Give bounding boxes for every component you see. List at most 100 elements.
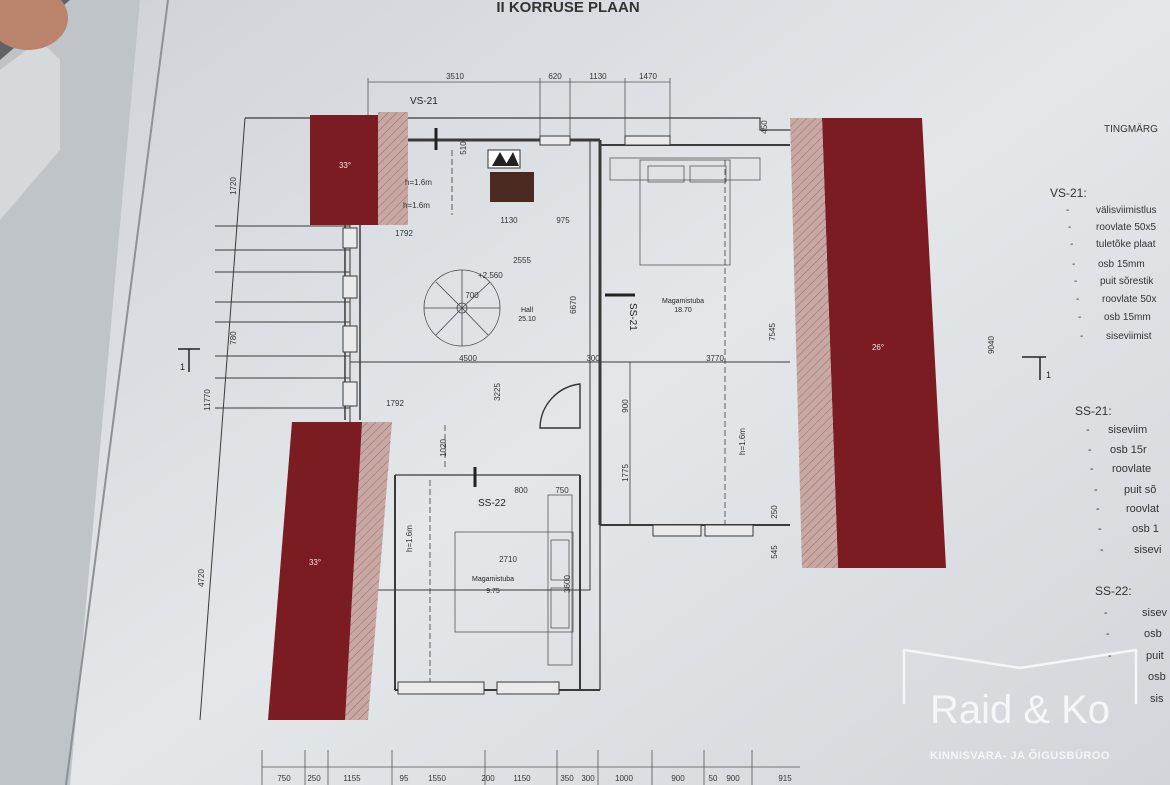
dim-1775: 1775: [621, 464, 630, 482]
legend: VS-21: välisviimistlus roovlate 50x5 tul…: [1050, 186, 1168, 705]
dim-4720: 4720: [197, 569, 206, 587]
legend-ss21-item: osb 15r: [1110, 444, 1147, 456]
height-note-3: h=1.6m: [738, 428, 747, 455]
section-markers: [178, 128, 1046, 487]
finger: [0, 0, 68, 50]
tag-ss22: SS-22: [478, 498, 506, 509]
dim-bottom-2: 250: [307, 774, 321, 783]
windows: [342, 135, 754, 695]
bottom-dimensions: [261, 750, 800, 785]
svg-text:-: -: [1104, 607, 1108, 619]
dim-top-1: 3510: [446, 72, 464, 81]
dim-700: 700: [465, 291, 479, 300]
svg-text:-: -: [1088, 444, 1092, 456]
legend-vs21-item: roovlate 50x: [1102, 294, 1156, 305]
svg-text:-: -: [1068, 222, 1071, 233]
dim-bottom-6: 200: [481, 774, 495, 783]
section-label-right: 1: [1046, 370, 1051, 380]
tag-vs21: VS-21: [410, 96, 438, 107]
dim-1020: 1020: [439, 439, 448, 457]
bed-small: [454, 494, 574, 666]
door-swing: [539, 383, 581, 429]
dim-9040: 9040: [987, 336, 996, 354]
dim-2710: 2710: [499, 555, 517, 564]
dim-11770: 11770: [203, 389, 212, 411]
legend-vs21-title: VS-21:: [1050, 186, 1087, 200]
room-hall-name: Hall: [521, 307, 534, 314]
legend-ss21-item: siseviim: [1108, 424, 1147, 436]
roof-sections: [268, 112, 946, 720]
legend-vs21-item: siseviimist: [1106, 331, 1152, 342]
legend-ss21-item: osb 1: [1132, 523, 1159, 535]
dim-bottom-10: 1000: [615, 774, 633, 783]
dim-900: 900: [621, 399, 630, 413]
dim-750: 750: [555, 486, 569, 495]
dim-bottom-14: 915: [778, 774, 792, 783]
legend-ss21-item: puit sõ: [1124, 484, 1156, 496]
bed-large: [609, 157, 761, 266]
slope-label-1: 33°: [339, 161, 351, 170]
legend-ss22-item: osb: [1144, 628, 1162, 640]
dim-510: 510: [459, 141, 468, 155]
dim-300: 300: [586, 354, 600, 363]
dim-bottom-11: 900: [671, 774, 685, 783]
svg-text:-: -: [1090, 463, 1094, 475]
legend-vs21-item: tuletõke plaat: [1096, 239, 1156, 250]
dim-450: 450: [760, 120, 769, 134]
watermark-subtitle: KINNISVARA- JA ÕIGUSBÜROO: [930, 750, 1110, 762]
height-note-4: h=1.6m: [405, 525, 414, 552]
dim-1792-top: 1792: [395, 229, 413, 238]
dim-bottom-13: 900: [726, 774, 740, 783]
dim-1130: 1130: [500, 216, 518, 225]
legend-ss22-item: sis: [1150, 693, 1164, 705]
dim-bottom-9: 300: [581, 774, 595, 783]
svg-text:-: -: [1066, 205, 1069, 216]
height-note-2: h=1.6m: [403, 201, 430, 210]
svg-text:-: -: [1080, 331, 1083, 342]
svg-text:-: -: [1094, 484, 1098, 496]
dim-bottom-1: 750: [277, 774, 291, 783]
room-bed1-area: 18.70: [674, 307, 692, 314]
watermark-logo: [902, 648, 1138, 704]
legend-vs21-item: roovlate 50x5: [1096, 222, 1156, 233]
legend-vs21-item: puit sõrestik: [1100, 276, 1154, 287]
legend-ss21-item: roovlat: [1126, 503, 1159, 515]
slope-label-2: 33°: [309, 558, 321, 567]
dim-top-2: 620: [548, 72, 562, 81]
legend-vs21-item: välisviimistlus: [1096, 205, 1157, 216]
level-mark: +2.560: [478, 271, 503, 280]
dim-780: 780: [229, 331, 238, 345]
svg-text:-: -: [1072, 259, 1075, 270]
dim-top-3: 1130: [589, 72, 607, 81]
dim-800: 800: [514, 486, 528, 495]
dim-bottom-3: 1155: [343, 774, 361, 783]
legend-heading: TINGMÄRG: [1104, 123, 1158, 135]
section-label-left: 1: [180, 362, 185, 372]
dim-4500: 4500: [459, 354, 477, 363]
svg-text:-: -: [1078, 312, 1081, 323]
dim-545: 545: [770, 545, 779, 559]
svg-text:-: -: [1098, 523, 1102, 535]
legend-vs21-item: osb 15mm: [1098, 259, 1145, 270]
legend-ss22-item: sisev: [1142, 607, 1168, 619]
svg-text:-: -: [1076, 294, 1079, 305]
dim-3770: 3770: [706, 354, 724, 363]
dim-975: 975: [556, 216, 570, 225]
table-fragment: [0, 40, 60, 220]
dim-1720: 1720: [229, 177, 238, 195]
watermark-name: Raid & Ko: [929, 688, 1111, 732]
dim-bottom-7: 1150: [513, 774, 531, 783]
svg-text:-: -: [1074, 276, 1077, 287]
legend-ss21-item: sisevi: [1134, 544, 1162, 556]
dim-top-4: 1470: [639, 72, 657, 81]
height-note-1: h=1.6m: [405, 178, 432, 187]
legend-ss22-item: osb: [1148, 671, 1166, 683]
dim-1792-bottom: 1792: [386, 399, 404, 408]
dim-6670: 6670: [569, 296, 578, 314]
room-hall-area: 25.10: [518, 316, 536, 323]
dim-250: 250: [770, 505, 779, 519]
slope-label-3: 26°: [872, 343, 884, 352]
legend-vs21-item: osb 15mm: [1104, 312, 1151, 323]
svg-text:-: -: [1086, 424, 1090, 436]
